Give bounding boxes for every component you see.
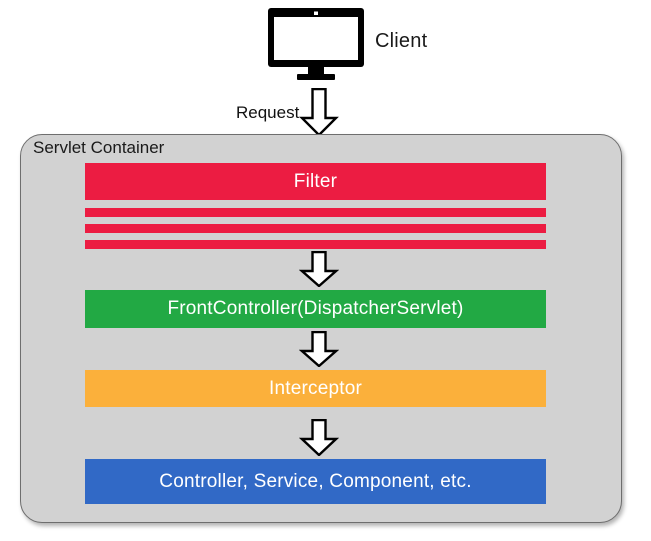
down-block-arrow-icon-filter-to-front — [299, 251, 339, 287]
down-block-arrow-icon-interceptor-to-controller — [299, 419, 339, 456]
down-block-arrow-icon-front-to-interceptor — [299, 331, 339, 367]
layer-block-interceptor[interactable]: Interceptor — [85, 370, 546, 407]
filter-stripe-2 — [85, 224, 546, 233]
servlet-container-label: Servlet Container — [33, 138, 165, 157]
desktop-monitor-icon — [268, 8, 364, 80]
client-label: Client — [375, 30, 428, 52]
layer-block-front-controller[interactable]: FrontController(DispatcherServlet) — [85, 290, 546, 328]
layer-label-filter: Filter — [293, 170, 338, 192]
filter-stripe-1 — [85, 208, 546, 217]
layer-block-filter[interactable]: Filter — [85, 163, 546, 200]
layer-block-controller[interactable]: Controller, Service, Component, etc. — [85, 459, 546, 504]
filter-stripe-3 — [85, 240, 546, 249]
layer-label-interceptor: Interceptor — [268, 377, 363, 399]
request-label: Request — [236, 103, 300, 122]
layer-label-front-controller: FrontController(DispatcherServlet) — [167, 298, 464, 319]
layer-label-controller: Controller, Service, Component, etc. — [159, 470, 472, 492]
down-block-arrow-icon-request — [299, 88, 339, 136]
